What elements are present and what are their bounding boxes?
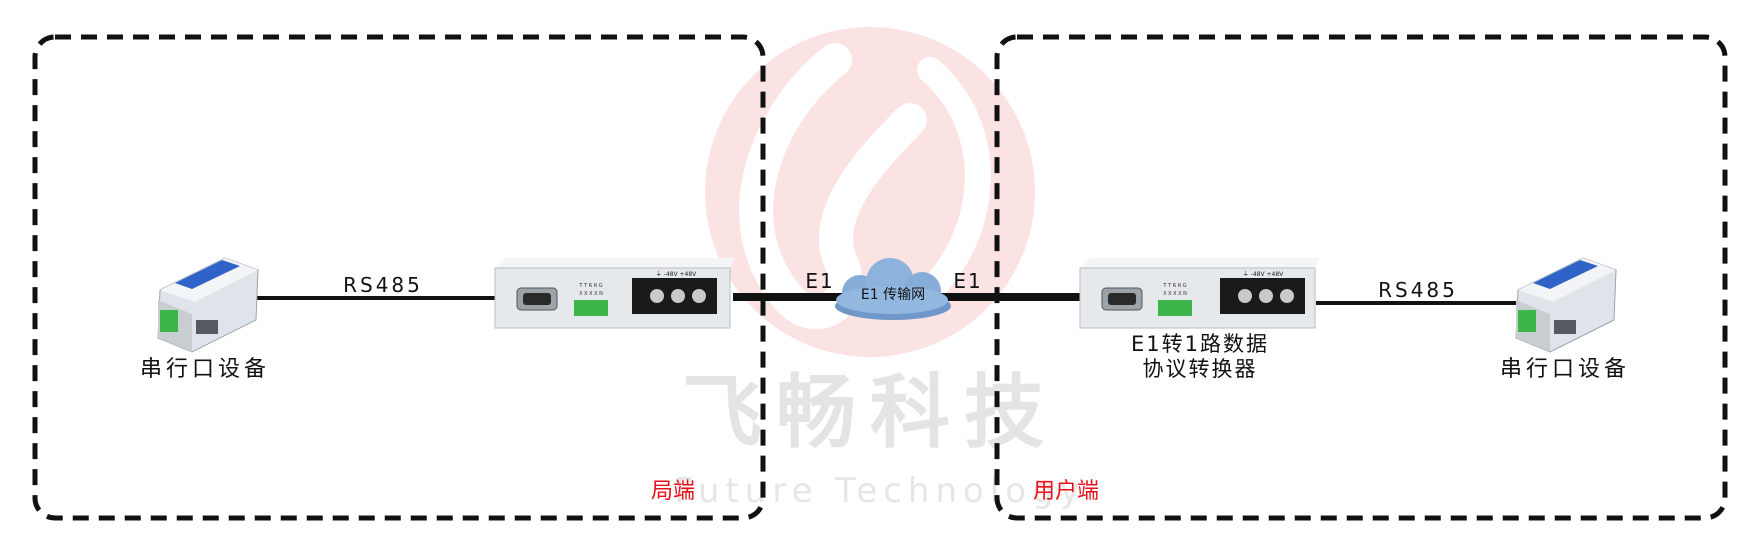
left-panel-pins2: X X X X N [579,291,603,297]
watermark-company-en: Future Technology [674,471,1086,511]
right-panel-pins: T T R R G [1162,283,1186,289]
user-zone-label: 用户端 [1033,479,1099,504]
converter-label-line2: 协议转换器 [1143,357,1258,381]
local-zone [32,34,766,521]
watermark-logo [705,27,1035,357]
e1-network-label: E1 传输网 [861,287,925,303]
left-e1-label: E1 [805,269,834,293]
watermark-company-cn: 飞畅科技 [682,366,1058,459]
right-serial-device [1515,257,1617,353]
left-panel-pins: T T R R G [578,283,602,289]
converter-label-line1: E1转1路数据 [1131,332,1269,356]
right-panel-pins2: X X X X N [1163,291,1187,297]
left-converter-device [494,258,735,329]
user-zone [994,34,1728,521]
right-e1-label: E1 [953,269,982,293]
right-rs485-label: RS485 [1378,278,1458,302]
left-device-label: 串行口设备 [140,357,270,382]
left-panel-power: ⏚ -48V +48V [656,271,697,278]
right-device-label: 串行口设备 [1500,357,1630,382]
left-rs485-label: RS485 [343,273,423,297]
e1-network-cloud-icon [835,258,951,320]
local-zone-label: 局端 [651,479,695,504]
right-converter-device [1079,258,1320,329]
left-serial-device [157,257,259,353]
right-panel-power: ⏚ -48V +48V [1243,271,1284,278]
